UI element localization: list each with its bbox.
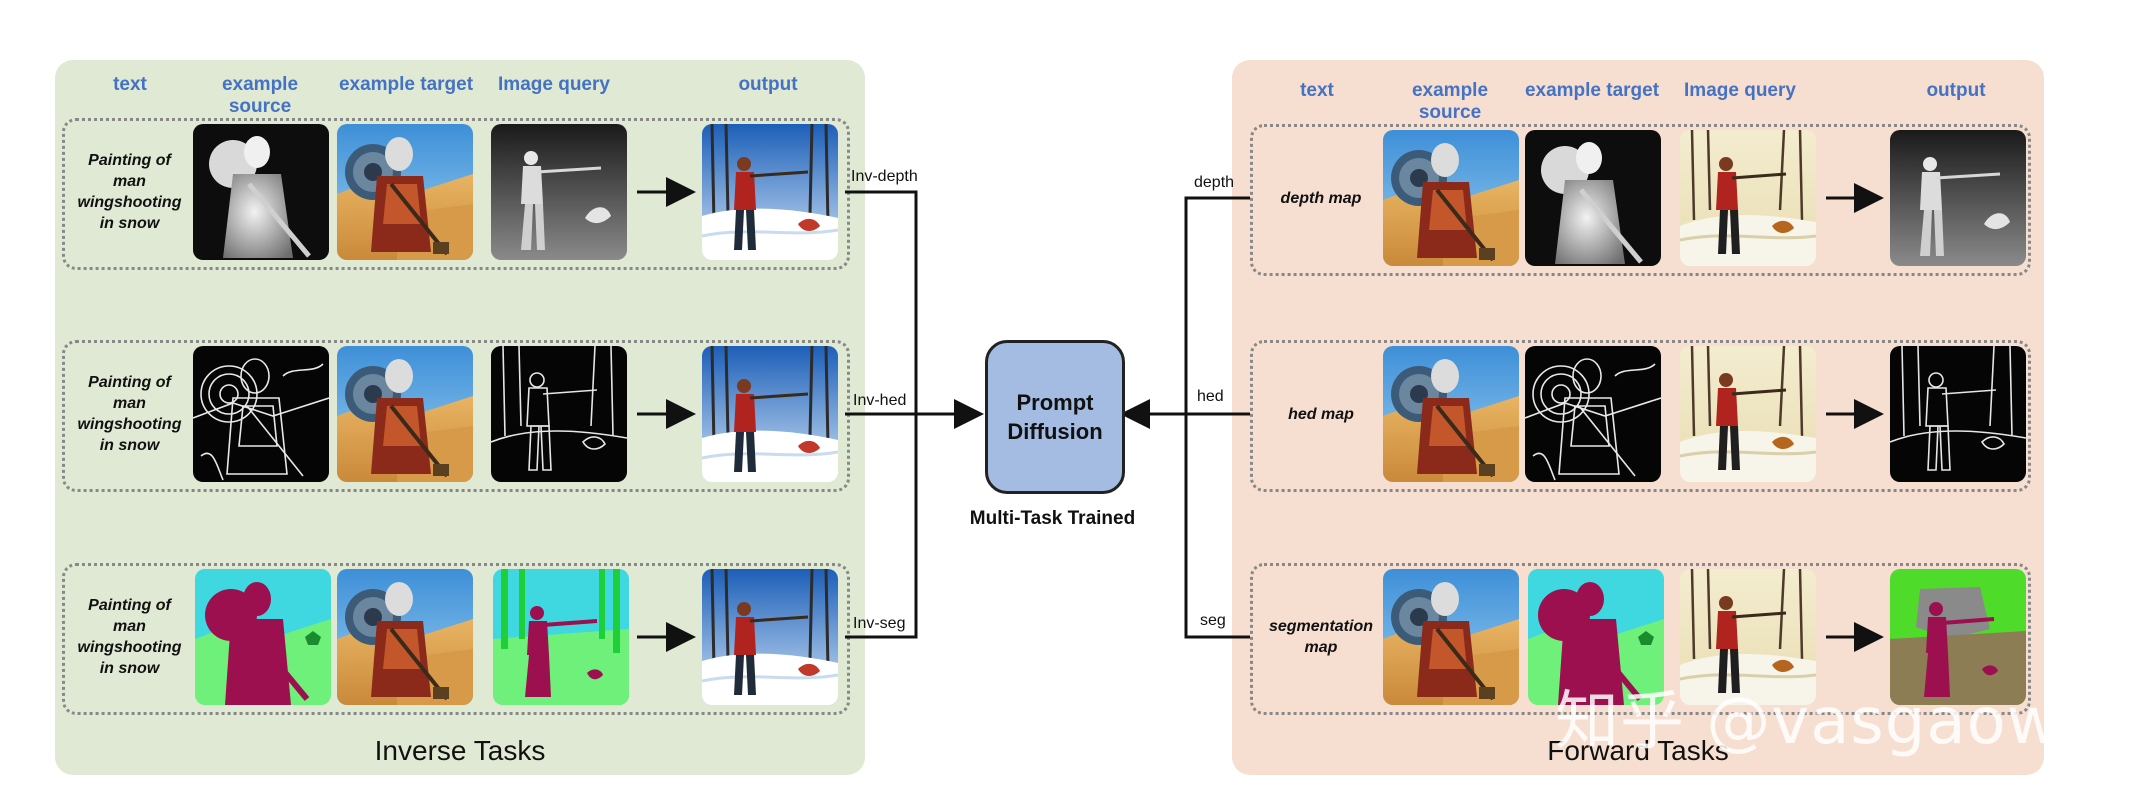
multi-task-trained-label: Multi-Task Trained bbox=[969, 508, 1136, 529]
inverse-header-image-query: Image query bbox=[498, 74, 610, 95]
forward-row-depth-text: depth map bbox=[1280, 189, 1362, 207]
inverse-row-seg bbox=[62, 563, 850, 715]
inverse-tasks-title: Inverse Tasks bbox=[374, 735, 546, 766]
forward-row-seg bbox=[1250, 563, 2031, 715]
forward-header-text: text bbox=[1300, 80, 1334, 101]
inverse-row-depth-text: Painting of man wingshooting in snow bbox=[77, 152, 182, 232]
label-depth: depth bbox=[1194, 174, 1235, 191]
label-seg: seg bbox=[1200, 612, 1226, 629]
forward-header-example-target: example target bbox=[1524, 80, 1660, 101]
inverse-header-text: text bbox=[113, 74, 147, 95]
prompt-diffusion-label: Prompt Diffusion bbox=[1007, 390, 1103, 444]
prompt-diffusion-box: Prompt Diffusion bbox=[985, 340, 1125, 494]
forward-row-depth bbox=[1250, 124, 2031, 276]
label-inv-depth: Inv-depth bbox=[851, 168, 918, 185]
label-inv-hed: Inv-hed bbox=[853, 392, 907, 409]
forward-header-output: output bbox=[1926, 80, 1986, 101]
watermark-text: 知乎 @vasgaowei bbox=[1555, 685, 2120, 759]
inverse-row-seg-text: Painting of man wingshooting in snow bbox=[77, 597, 182, 677]
forward-row-seg-text: segmentation map bbox=[1268, 618, 1373, 656]
forward-tasks-title: Forward Tasks bbox=[1547, 735, 1729, 766]
inverse-row-depth bbox=[62, 118, 850, 270]
inverse-header-output: output bbox=[738, 74, 798, 95]
forward-header-image-query: Image query bbox=[1684, 80, 1796, 101]
label-hed: hed bbox=[1197, 388, 1224, 405]
forward-header-example-source: example source bbox=[1411, 80, 1489, 123]
forward-row-hed-text: hed map bbox=[1288, 405, 1354, 423]
inverse-header-example-source: example source bbox=[221, 74, 299, 117]
forward-row-hed bbox=[1250, 340, 2031, 492]
label-inv-seg: Inv-seg bbox=[853, 615, 906, 632]
inverse-row-hed bbox=[62, 340, 850, 492]
forward-bracket bbox=[1184, 196, 1250, 639]
inverse-header-example-target: example target bbox=[338, 74, 474, 95]
inverse-row-hed-text: Painting of man wingshooting in snow bbox=[77, 374, 182, 454]
